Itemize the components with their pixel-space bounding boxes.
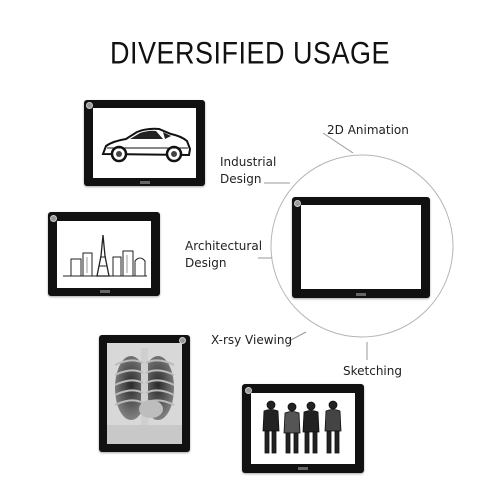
- page-title: DIVERSIFIED USAGE: [109, 35, 391, 71]
- pad-screen: [251, 393, 355, 464]
- pad-screen: [301, 205, 421, 289]
- pad-screen: [93, 108, 196, 178]
- power-button-icon: [179, 337, 186, 344]
- pad-screen: [57, 221, 151, 288]
- highlight-circle: [270, 154, 454, 338]
- light-pad-car: [84, 100, 205, 186]
- label-xray-viewing: X-rsy Viewing: [211, 333, 293, 347]
- chest-xray: [107, 343, 182, 444]
- light-pad-architecture: [48, 212, 160, 296]
- power-button-icon: [294, 200, 301, 207]
- people-sketch: [262, 400, 342, 454]
- skyline-sketch: [63, 234, 147, 277]
- connector-xray: [288, 331, 307, 342]
- logo-mark: [100, 290, 110, 293]
- car-sketch: [101, 127, 192, 163]
- label-architectural-design: Architectural Design: [185, 239, 263, 270]
- light-pad-sketching: [242, 384, 364, 473]
- connector-animation: [322, 132, 354, 154]
- light-pad-center: [292, 197, 430, 298]
- light-pad-xray: [99, 335, 190, 452]
- power-button-icon: [50, 215, 57, 222]
- label-industrial-design: Industrial Design: [220, 155, 277, 186]
- logo-mark: [140, 181, 150, 184]
- logo-mark: [356, 293, 366, 296]
- power-button-icon: [86, 102, 93, 109]
- label-2d-animation: 2D Animation: [327, 123, 409, 137]
- power-button-icon: [245, 387, 252, 394]
- xray-image: [107, 343, 182, 444]
- logo-mark: [298, 467, 308, 470]
- label-sketching: Sketching: [343, 364, 402, 378]
